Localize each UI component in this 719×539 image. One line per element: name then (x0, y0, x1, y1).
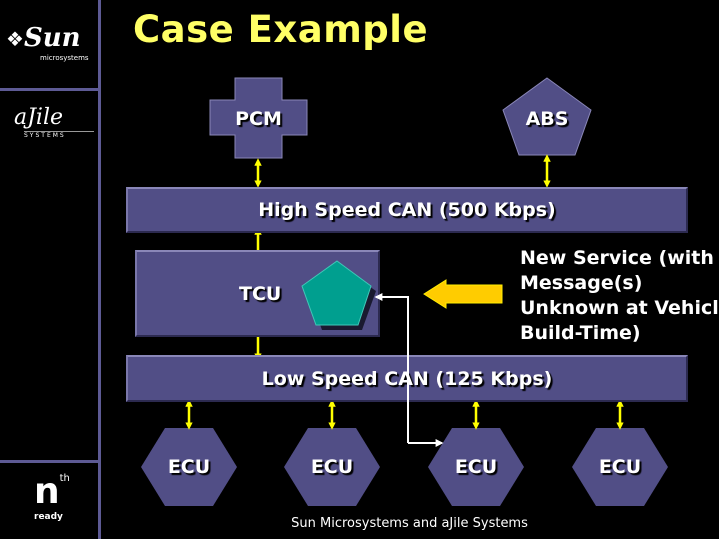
note-line: Unknown at Vehicle (520, 297, 719, 319)
ecu-shape (284, 428, 380, 506)
sidebar-divider-bottom (0, 460, 99, 463)
new-service-note: New Service (with Message(s) Unknown at … (520, 246, 719, 346)
pcm-node: PCM (235, 108, 282, 130)
ecu-node-shapes (141, 428, 668, 506)
ajile-systems-logo: aJile SYSTEMS (14, 104, 94, 140)
slide-footer: Sun Microsystems and aJile Systems (291, 516, 528, 531)
ecu-node: ECU (454, 456, 498, 478)
ecu-shape (428, 428, 524, 506)
sun-microsystems-logo: ❖Sun microsystems (6, 23, 89, 62)
ecu-node: ECU (310, 456, 354, 478)
ecu-shape (141, 428, 237, 506)
note-line: Message(s) (520, 272, 643, 294)
ecu-shape (572, 428, 668, 506)
ecu-node: ECU (598, 456, 642, 478)
high-speed-can-bus: High Speed CAN (500 Kbps) (126, 187, 688, 233)
abs-node: ABS (525, 108, 569, 130)
white-route-to-tcu (374, 293, 409, 443)
big-yellow-arrow-icon (423, 279, 503, 309)
sidebar-divider (98, 0, 101, 539)
pcm-node-shape (209, 77, 308, 159)
nth-ready-logo: nth ready (34, 471, 70, 523)
slide-title: Case Example (133, 8, 429, 51)
sidebar-divider-top (0, 88, 99, 91)
note-line: Build-Time) (520, 322, 641, 344)
note-line: New Service (with (520, 247, 714, 269)
ecu-node: ECU (167, 456, 211, 478)
new-service-pentagon (301, 260, 372, 326)
